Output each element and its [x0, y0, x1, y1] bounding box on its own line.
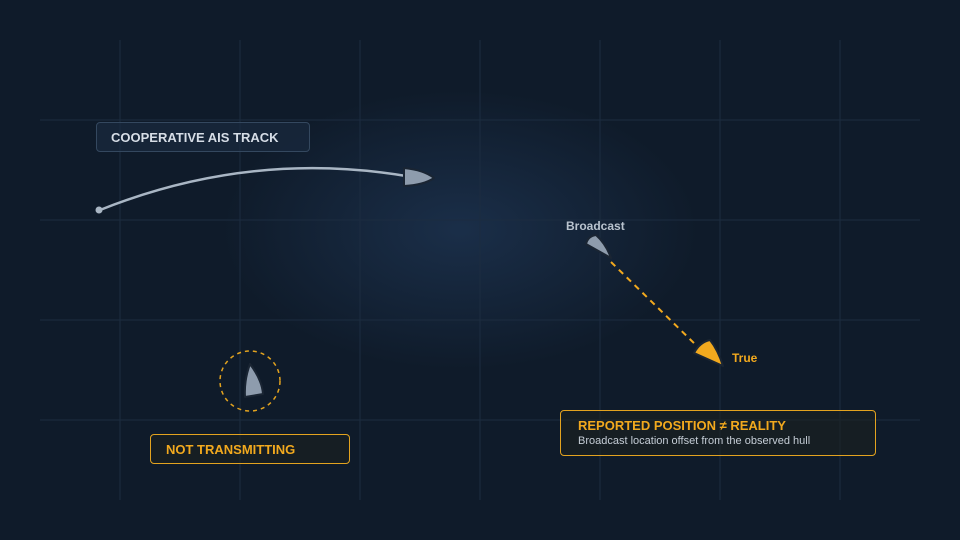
offset-line	[610, 261, 701, 350]
not-transmitting-label-text: NOT TRANSMITTING	[166, 441, 296, 457]
ship-icon	[243, 363, 264, 398]
not-transmitting-label: NOT TRANSMITTING	[150, 434, 350, 464]
spoof-callout-title: REPORTED POSITION ≠ REALITY	[578, 417, 786, 433]
ship-icon	[403, 167, 435, 187]
dark-vessel-halo	[219, 350, 281, 412]
ship-icon	[693, 339, 724, 367]
spoof-callout-subtitle: Broadcast location offset from the obser…	[578, 434, 811, 447]
spoof-callout: REPORTED POSITION ≠ REALITY Broadcast lo…	[560, 410, 876, 456]
ais-track-label: COOPERATIVE AIS TRACK	[96, 122, 310, 152]
ship-icon	[585, 234, 612, 259]
ais-track-line	[98, 166, 408, 212]
ais-track-label-text: COOPERATIVE AIS TRACK	[111, 129, 279, 145]
dot-icon	[95, 206, 103, 214]
true-position-label: True	[732, 351, 758, 365]
broadcast-position-label: Broadcast	[566, 219, 625, 233]
